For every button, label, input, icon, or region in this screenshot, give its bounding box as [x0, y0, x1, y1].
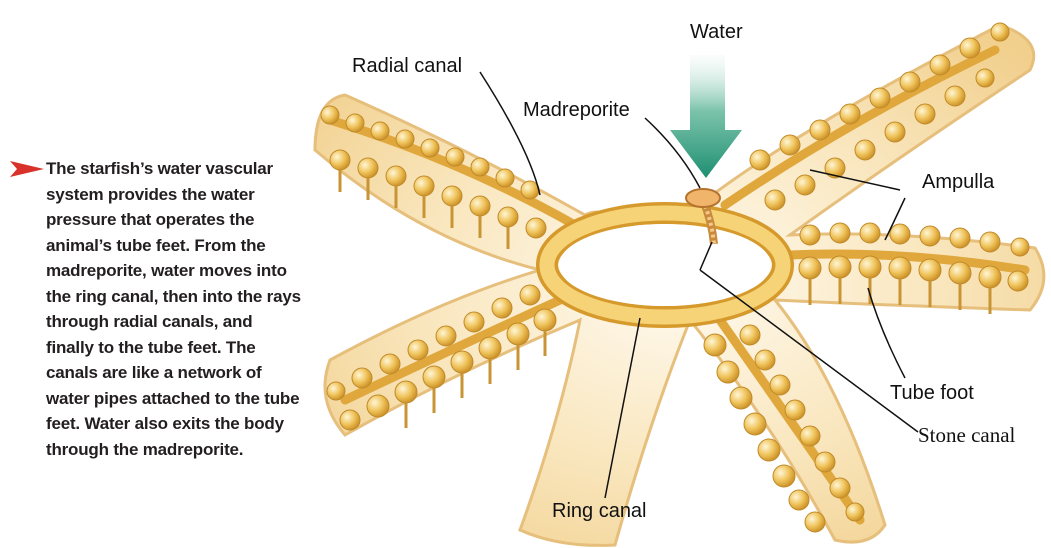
- tube-feet-lower-left: [326, 284, 557, 431]
- tube-feet-upper-right: [749, 22, 1010, 211]
- caption-block: The starfish’s water vascular system pro…: [8, 156, 308, 462]
- tube-feet-upper-left: [320, 105, 547, 249]
- water-inflow-arrow-icon: [670, 55, 742, 178]
- label-tube-foot: Tube foot: [890, 382, 974, 404]
- label-ring-canal: Ring canal: [552, 500, 647, 522]
- red-pointer-icon: [10, 161, 44, 177]
- ring-canal: [536, 202, 794, 328]
- leader-lines: [479, 71, 919, 499]
- label-stone-canal: Stone canal: [918, 423, 1016, 447]
- label-radial-canal: Radial canal: [352, 55, 462, 77]
- label-ampulla: Ampulla: [922, 171, 995, 193]
- caption-text: The starfish’s water vascular system pro…: [46, 159, 301, 459]
- tube-feet-lower-right: [703, 324, 865, 533]
- tube-feet-right: [798, 222, 1030, 314]
- label-water: Water: [690, 21, 743, 43]
- label-madreporite: Madreporite: [523, 99, 630, 121]
- madreporite: [685, 188, 721, 208]
